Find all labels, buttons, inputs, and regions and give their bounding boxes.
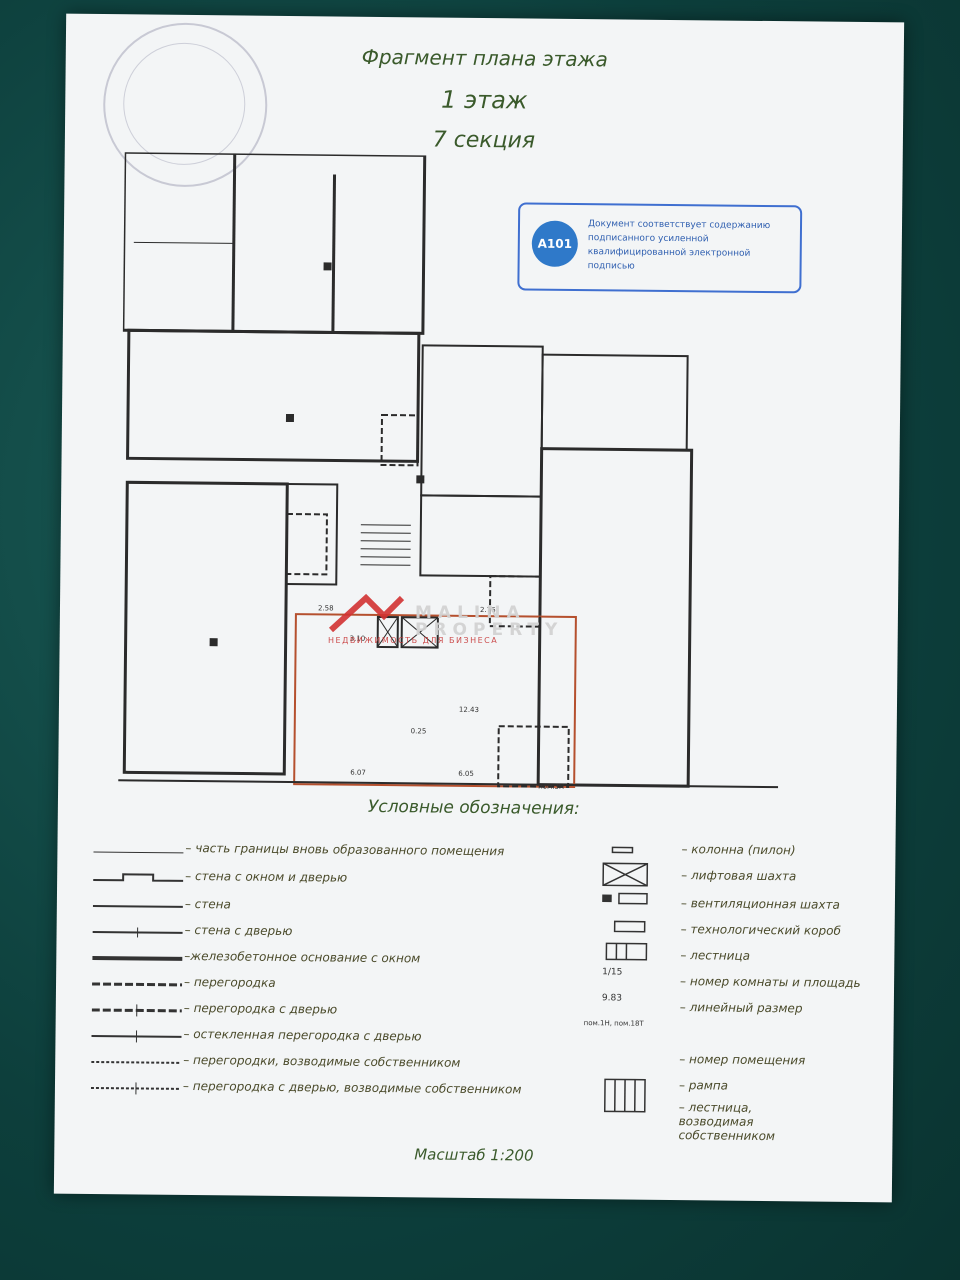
dim-607: 6.07 <box>350 768 366 777</box>
legend-sample-dim: 9.83 <box>601 993 623 1004</box>
malina-logo-icon <box>328 593 405 632</box>
dim-605: 6.05 <box>458 769 474 778</box>
floor-plan <box>118 152 779 789</box>
scale-label: Масштаб 1:200 <box>414 1145 534 1165</box>
paper-sheet: Фрагмент плана этажа 1 этаж 7 секция A10… <box>53 13 905 1203</box>
legend-item-7: – остекленная перегородка с дверью <box>183 1026 422 1044</box>
legend-item-1: – стена с окном и дверью <box>185 868 348 885</box>
legend-r-2: – вентиляционная шахта <box>680 896 840 912</box>
watermark-brand-line1: MALINA <box>415 603 526 623</box>
legend-item-2: – стена <box>184 896 231 912</box>
central-core <box>420 344 544 498</box>
legend-r-7: – номер помещения <box>679 1052 806 1068</box>
premises-highlighted <box>293 613 577 789</box>
legend-r-5: – номер комнаты и площадь <box>680 974 861 991</box>
legend-r-1: – лифтовая шахта <box>681 868 797 884</box>
legend-title: Условные обозначения: <box>367 796 580 820</box>
dim-1243: 12.43 <box>458 705 480 715</box>
lift-shaft-2 <box>400 616 439 649</box>
watermark-tagline: НЕДВИЖИМОСТЬ ДЛЯ БИЗНЕСА <box>328 636 499 645</box>
legend-item-8: – перегородки, возводимые собственником <box>183 1052 461 1070</box>
legend-item-5: – перегородка <box>183 974 276 990</box>
room-mid-left <box>126 328 421 463</box>
room-bottom-left <box>122 480 289 776</box>
legend-symbols-right <box>602 846 649 1113</box>
legend-r-8: – рампа <box>678 1078 729 1093</box>
watermark-brand-line2: PROPERTY <box>415 620 564 640</box>
legend-sample-premises: пом.1Н, пом.18Т <box>583 1019 644 1028</box>
legend-r-3: – технологический короб <box>680 922 841 938</box>
legend-r-6: – линейный размер <box>679 1000 803 1016</box>
legend-item-4: –железобетонное основание с окном <box>184 948 421 966</box>
legend-item-6: – перегородка с дверью <box>183 1000 338 1017</box>
legend-r-0: – колонна (пилон) <box>681 842 796 858</box>
room-number: пом.3Н <box>538 782 565 791</box>
lift-shaft-1 <box>376 615 399 649</box>
legend-r-4: – лестница <box>680 948 751 963</box>
dim-025: 0.25 <box>410 727 427 736</box>
legend-item-3: – стена с дверью <box>184 922 293 939</box>
legend-sample-room: 1/15 <box>602 967 623 978</box>
legend-r-9: – лестница, возводимая собственником <box>678 1100 776 1144</box>
room-right-upper <box>540 353 689 452</box>
legend-symbols-left <box>90 851 184 1095</box>
legend-item-0: – часть границы вновь образованного поме… <box>185 840 505 859</box>
legend-item-9: – перегородка с дверью, возводимые собст… <box>182 1078 522 1097</box>
